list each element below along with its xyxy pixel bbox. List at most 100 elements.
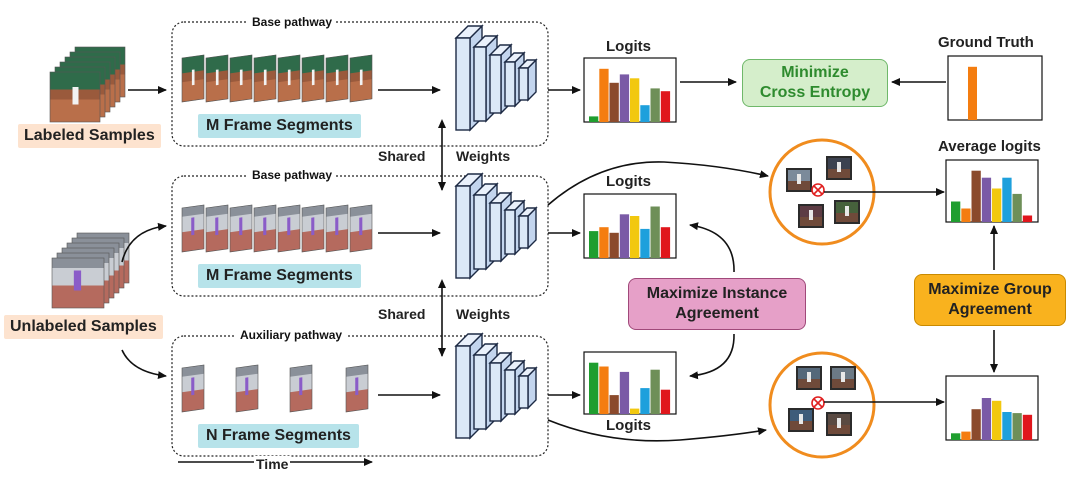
m-frame-segments-label-2: M Frame Segments [198,264,361,288]
group-line-1: Maximize Group [928,281,1052,298]
auxiliary-pathway-box [171,335,549,457]
group-thumbnail [786,168,812,192]
base-pathway-title-2: Base pathway [248,168,337,182]
frame-segments-row-1 [181,54,373,103]
chart-bar [951,201,961,222]
video-frame [349,54,373,103]
shared-label-2: Shared [378,306,426,322]
video-frame [51,257,105,309]
video-frame [181,54,205,103]
frame-segment [253,54,277,103]
cross-entropy-line-1: Minimize [781,64,849,81]
video-frame [325,204,349,253]
chart-bar [609,82,619,122]
weights-label-1: Weights [456,148,511,164]
chart-bar [650,206,660,258]
cnn-layer [518,375,529,409]
arrow-aux-to-circle [547,419,767,442]
cnn-layer [489,362,502,422]
frame-segment [289,364,313,413]
video-frame [277,54,301,103]
time-label: Time [254,456,291,472]
unlabeled-samples-label: Unlabeled Samples [4,315,163,339]
shared-label-1: Shared [378,148,426,164]
chart-bar [971,170,981,222]
chart-frame [947,55,1043,121]
chart-bar [992,400,1002,440]
frame-segments-row-3 [181,364,369,413]
instance-line-2: Agreement [675,305,759,322]
n-frame-segments-label: N Frame Segments [198,424,359,448]
frame-segment [325,54,349,103]
group-thumbnail [834,200,860,224]
chart-bar [599,68,609,122]
video-frame [205,54,229,103]
video-frame [181,364,205,413]
cnn-layer [489,54,502,114]
chart-bar [961,208,971,222]
otimes-icon [811,396,825,410]
frame-segment [277,54,301,103]
cnn-layer [473,354,487,430]
group-thumbnail [788,408,814,432]
group-thumbnail [826,412,852,436]
cnn-layer [504,209,516,255]
logits-chart-2 [583,193,677,259]
chart-bar [650,369,660,414]
logits-chart-3 [583,351,677,415]
cnn-layer [489,202,502,262]
video-frame [301,204,325,253]
chart-bar [951,433,961,440]
video-frame [235,364,259,413]
chart-bar [630,408,640,414]
chart-bar [589,362,599,414]
frame-segment [301,54,325,103]
cnn-layer [473,194,487,270]
chart-bar [660,227,671,258]
ground-truth-chart [947,55,1043,121]
cnn-layer [518,67,529,101]
video-frame [229,54,253,103]
cnn-layer [518,215,529,249]
group-circle-2 [768,351,876,459]
frame-segment [277,204,301,253]
frame-segment [345,364,369,413]
frame-segment [205,204,229,253]
chart-bar [609,395,619,414]
labeled-samples-stack [49,46,126,123]
arrow-unlabeled-to-base [121,222,167,263]
chart-bar [609,232,619,258]
frame-segment [181,204,205,253]
chart-bar [961,431,971,440]
frame-segment [349,204,373,253]
chart-bar [981,398,992,440]
frame-segment [253,204,277,253]
chart-bar [630,216,640,258]
cnn-block-1 [454,24,538,132]
chart-bar [1022,414,1033,440]
video-frame [325,54,349,103]
cnn-layer [504,61,516,107]
base-pathway-box-1 [171,21,549,147]
video-frame [301,54,325,103]
average-logits-title: Average logits [938,138,1041,155]
cnn-layer [504,369,516,415]
cnn-block-3 [454,332,538,440]
video-frame [277,204,301,253]
frame-segment [325,204,349,253]
frame-segment [181,364,205,413]
video-frame [181,204,205,253]
chart-bar [1002,177,1012,222]
video-frame [345,364,369,413]
chart-bar [640,228,650,258]
group-thumbnail [826,156,852,180]
auxiliary-pathway-title: Auxiliary pathway [236,328,347,342]
logits-title-2: Logits [606,173,651,190]
base-pathway-title-1: Base pathway [248,15,337,29]
logits-title-3: Logits [606,417,651,434]
frame-segment [229,204,253,253]
chart-bar [630,78,640,122]
